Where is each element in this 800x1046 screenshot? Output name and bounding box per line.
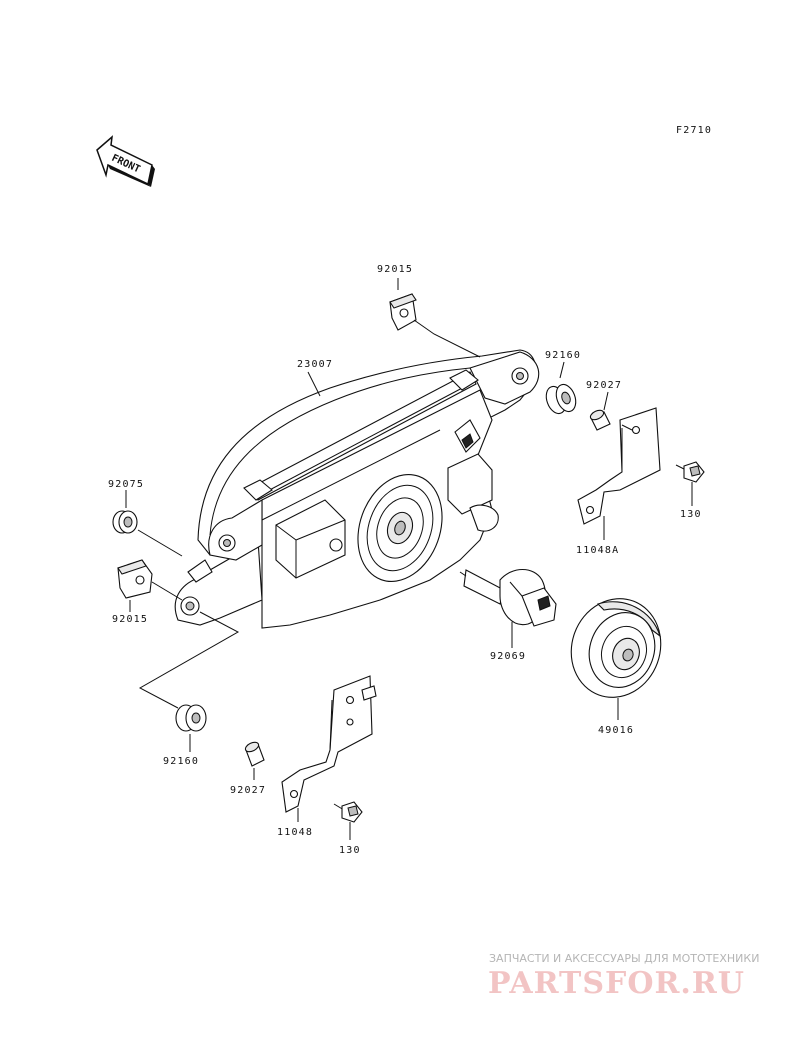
- damper-left: [112, 510, 138, 534]
- part-label-damper-left: 92075: [108, 479, 144, 490]
- collar-upper-right: [589, 409, 611, 431]
- part-label-bolt-lower: 130: [339, 845, 361, 856]
- grommet-lower-left: [175, 704, 207, 732]
- part-label-bulb: 92069: [490, 651, 526, 662]
- clip-upper: [389, 293, 417, 331]
- part-label-bracket-lower: 11048: [277, 827, 313, 838]
- part-label-clip-upper: 92015: [377, 264, 413, 275]
- watermark-caption: ЗАПЧАСТИ И АКСЕССУАРЫ ДЛЯ МОТОТЕХНИКИ: [489, 952, 759, 965]
- bulb-cover: [570, 598, 662, 698]
- watermark-logo: PARTSFOR.RU: [488, 966, 745, 1001]
- part-label-grommet-lower-left: 92160: [163, 756, 199, 767]
- part-label-grommet-upper-right: 92160: [545, 350, 581, 361]
- part-label-bracket-right: 11048A: [576, 545, 619, 556]
- headlamp-assembly: [174, 349, 540, 629]
- part-label-headlamp: 23007: [297, 359, 333, 370]
- bolt-lower-icon: [333, 801, 363, 823]
- grommet-upper-right: [545, 383, 577, 415]
- clip-left: [117, 559, 153, 599]
- figure-code: F2710: [676, 125, 712, 136]
- bracket-right: [577, 407, 661, 525]
- part-label-collar-lower: 92027: [230, 785, 266, 796]
- front-arrow-icon: FRONT: [96, 135, 155, 187]
- watermark: ЗАПЧАСТИ И АКСЕССУАРЫ ДЛЯ МОТОТЕХНИКИ PA…: [488, 952, 759, 1001]
- collar-lower: [244, 741, 265, 767]
- bracket-lower: [281, 675, 377, 813]
- part-label-clip-left: 92015: [112, 614, 148, 625]
- part-label-collar-upper-right: 92027: [586, 380, 622, 391]
- part-label-bulb-cover: 49016: [598, 725, 634, 736]
- part-label-bolt-right: 130: [680, 509, 702, 520]
- bolt-right-icon: [675, 461, 705, 483]
- bulb: [459, 568, 557, 627]
